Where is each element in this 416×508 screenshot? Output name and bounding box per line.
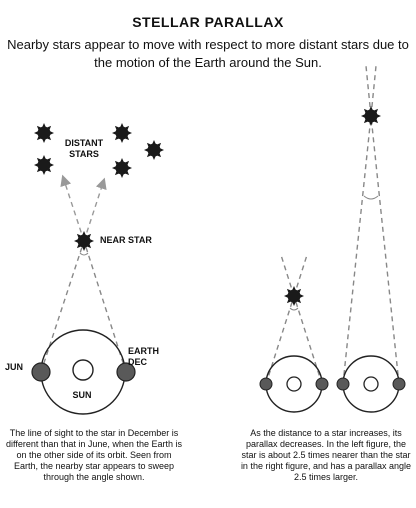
sight-line-june xyxy=(40,240,85,373)
earth-icon xyxy=(392,377,406,391)
earth-icon xyxy=(259,377,273,391)
sight-line xyxy=(370,115,400,385)
right-figure-far xyxy=(336,65,406,413)
near-star-label: NEAR STAR xyxy=(100,235,152,245)
diagram-title: STELLAR PARALLAX xyxy=(132,14,284,30)
earth-icon xyxy=(315,377,329,391)
distant-star xyxy=(112,123,132,143)
distant-stars-label: DISTANT STARS xyxy=(64,138,104,159)
earth-orbit xyxy=(40,329,126,415)
caption-left: The line of sight to the star in Decembe… xyxy=(6,428,182,482)
distant-star xyxy=(34,155,54,175)
sight-line xyxy=(342,115,372,385)
distant-star xyxy=(144,140,164,160)
earth-orbit xyxy=(265,355,323,413)
near-star xyxy=(284,286,304,306)
far-star xyxy=(361,106,381,126)
sight-line xyxy=(293,295,323,385)
sun-icon xyxy=(286,376,302,392)
jun-label: JUN xyxy=(5,362,24,372)
parallax-angle-arc xyxy=(79,252,89,256)
distant-star xyxy=(34,123,54,143)
sight-line-extension xyxy=(293,254,308,297)
sight-line xyxy=(265,295,295,385)
parallax-angle-arc xyxy=(289,307,299,311)
left-figure xyxy=(31,123,164,415)
sun-icon xyxy=(72,359,94,381)
earth-orbit xyxy=(342,355,400,413)
earth-dec-label: EARTH DEC xyxy=(128,346,159,367)
earth-icon xyxy=(336,377,350,391)
earth-december-icon xyxy=(116,362,136,382)
projection-arrow-december xyxy=(60,174,85,242)
distant-star xyxy=(112,158,132,178)
earth-june-icon xyxy=(31,362,51,382)
parallax-angle-arc xyxy=(363,195,379,200)
sun-label: SUN xyxy=(72,390,92,400)
right-figure-near xyxy=(259,254,329,413)
sun-icon xyxy=(363,376,379,392)
projection-arrow-june xyxy=(83,177,107,242)
sight-line-extension xyxy=(280,254,295,297)
diagram-subtitle: Nearby stars appear to move with respect… xyxy=(7,37,409,70)
near-star xyxy=(74,231,94,251)
caption-right: As the distance to a star increases, its… xyxy=(240,428,412,482)
